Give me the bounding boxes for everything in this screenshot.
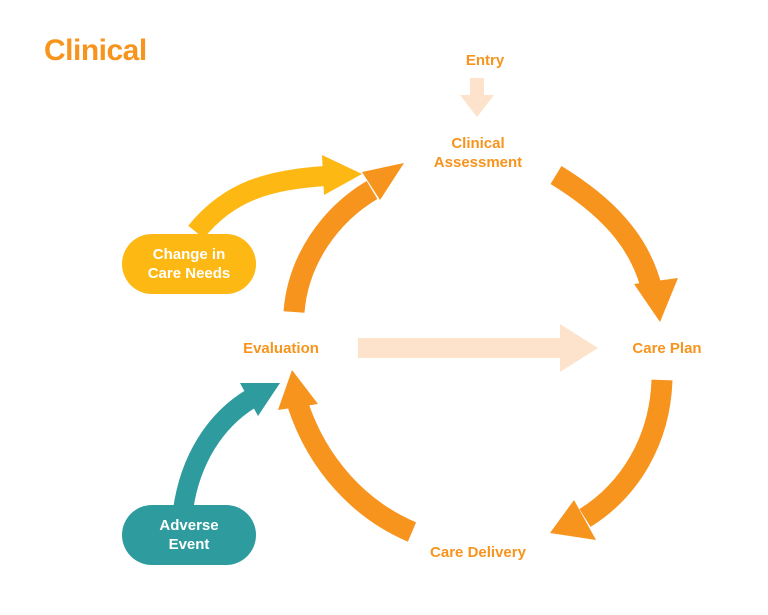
trigger-change-line2: Care Needs bbox=[147, 265, 231, 282]
node-assessment-line1: Clinical bbox=[451, 135, 505, 152]
node-entry-label: Entry bbox=[465, 52, 505, 69]
assessment-to-careplan-arrow bbox=[550, 166, 678, 322]
node-assessment-line2: Assessment bbox=[433, 154, 523, 171]
node-care-delivery: Care Delivery bbox=[418, 543, 538, 562]
evaluation-to-careplan-arrow bbox=[358, 324, 598, 372]
diagram-title: Clinical bbox=[44, 34, 147, 67]
entry-arrow bbox=[460, 78, 494, 117]
careplan-to-delivery-arrow bbox=[550, 379, 673, 540]
delivery-to-evaluation-arrow bbox=[278, 370, 417, 542]
trigger-change-in-care-needs: Change in Care Needs bbox=[122, 234, 256, 294]
node-care-delivery-label: Care Delivery bbox=[430, 544, 526, 561]
evaluation-to-assessment-arrow bbox=[283, 163, 404, 314]
node-evaluation-label: Evaluation bbox=[243, 340, 319, 357]
node-entry: Entry bbox=[455, 51, 515, 70]
node-evaluation: Evaluation bbox=[232, 339, 330, 358]
node-clinical-assessment: Clinical Assessment bbox=[420, 134, 536, 172]
trigger-change-line1: Change in bbox=[152, 246, 226, 263]
node-care-plan: Care Plan bbox=[622, 339, 712, 358]
trigger-adverse-event: Adverse Event bbox=[122, 505, 256, 565]
adverse-to-evaluation-arrow bbox=[173, 383, 280, 512]
change-to-assessment-arrow bbox=[188, 155, 362, 239]
trigger-adverse-line2: Event bbox=[168, 536, 210, 553]
trigger-adverse-line1: Adverse bbox=[159, 517, 219, 534]
node-care-plan-label: Care Plan bbox=[632, 340, 702, 357]
